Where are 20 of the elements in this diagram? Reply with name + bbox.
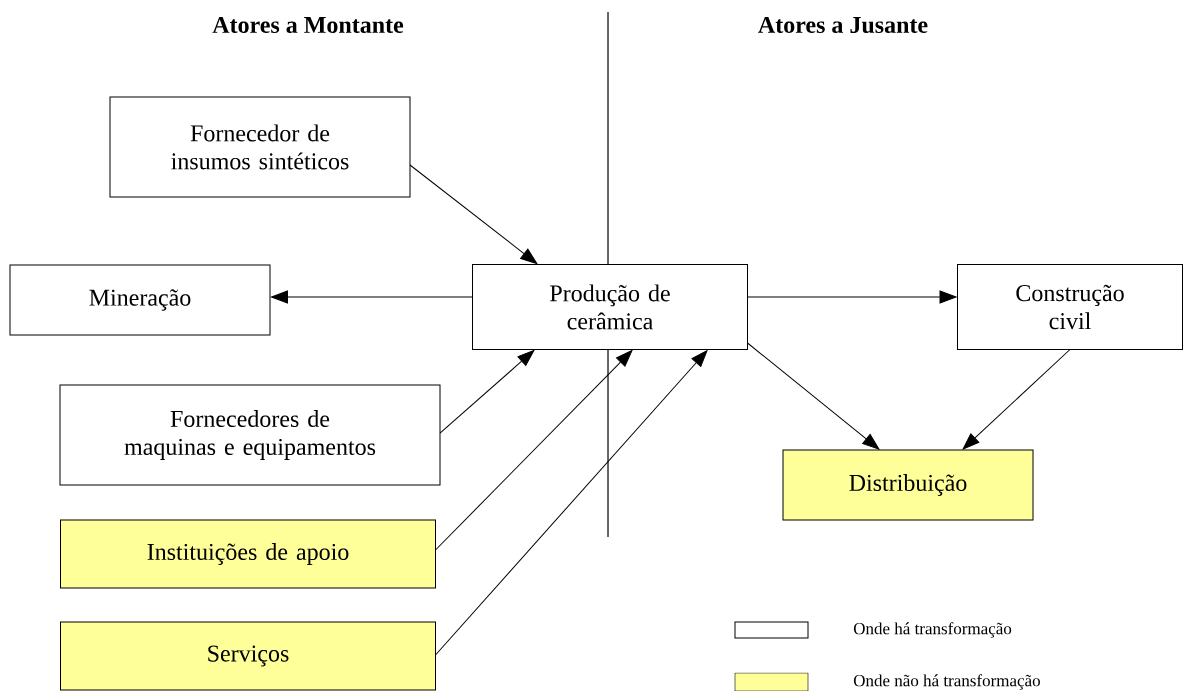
- process-box: Instituições de apoio: [60, 519, 436, 589]
- arrow: [747, 290, 957, 304]
- column-heading: Atores a Montante: [212, 16, 404, 34]
- arrow: [962, 349, 1071, 450]
- process-box: Mineração: [9, 264, 271, 336]
- process-box: Fornecedor de insumos sintéticos: [109, 96, 411, 198]
- arrow: [435, 350, 708, 656]
- column-heading: Atores a Jusante: [758, 16, 928, 34]
- arrow: [409, 164, 538, 265]
- arrow: [271, 290, 473, 304]
- legend-label: Onde há transformação: [853, 622, 1012, 638]
- process-box: Construção civil: [957, 264, 1183, 350]
- arrow: [747, 342, 880, 450]
- legend-label: Onde não há transformação: [853, 674, 1040, 690]
- process-box: Serviços: [60, 621, 436, 691]
- process-box: Fornecedores de maquinas e equipamentos: [59, 384, 441, 486]
- arrow: [439, 350, 535, 434]
- arrow: [435, 350, 633, 551]
- process-box: Produção de cerâmica: [472, 264, 748, 350]
- process-box: Distribuição: [782, 449, 1034, 521]
